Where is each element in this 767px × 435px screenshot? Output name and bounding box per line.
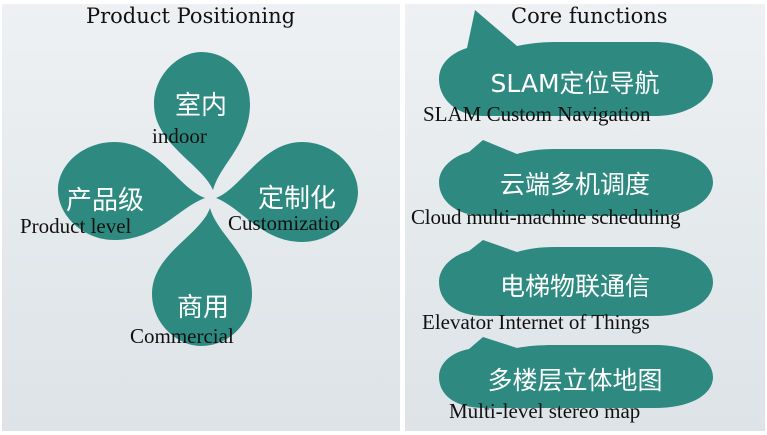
product-positioning-panel: Product Positioning 室内 indoor 产品级 Produc… xyxy=(2,4,400,431)
petal-product-level-en: Product level xyxy=(20,214,132,238)
petal-commercial-en: Commercial xyxy=(130,324,234,348)
petal-commercial-cn: 商用 xyxy=(177,293,230,323)
bubble-4-cn: 多楼层立体地图 xyxy=(487,366,663,395)
core-functions-panel: Core functions SLAM定位导航 SLAM Custom Navi… xyxy=(405,4,765,431)
core-functions-title: Core functions xyxy=(511,4,668,28)
petal-indoor xyxy=(154,52,250,190)
bubble-3 xyxy=(439,240,713,316)
bubble-2 xyxy=(439,140,713,216)
bubble-2-cn: 云端多机调度 xyxy=(499,170,651,199)
bubble-4-en: Multi-level stereo map xyxy=(449,399,641,423)
bubble-1-cn: SLAM定位导航 xyxy=(490,69,660,98)
bubble-1 xyxy=(439,10,713,116)
petal-customization-en: Customizatio xyxy=(228,211,340,235)
petal-customization xyxy=(216,142,358,242)
petal-indoor-cn: 室内 xyxy=(175,91,228,121)
petal-diagram xyxy=(58,52,358,346)
bubble-3-en: Elevator Internet of Things xyxy=(422,310,650,334)
bubble-2-en: Cloud multi-machine scheduling xyxy=(411,205,681,229)
bubble-1-en: SLAM Custom Navigation xyxy=(423,102,651,126)
petal-product-level-cn: 产品级 xyxy=(66,186,145,216)
bubble-4 xyxy=(439,337,713,408)
speech-bubbles xyxy=(439,10,713,408)
product-positioning-title: Product Positioning xyxy=(86,4,296,28)
petal-commercial xyxy=(152,208,252,346)
bubble-3-cn: 电梯物联通信 xyxy=(499,272,651,301)
petal-customization-cn: 定制化 xyxy=(258,184,337,214)
petal-indoor-en: indoor xyxy=(152,124,207,148)
petal-product-level xyxy=(58,142,205,240)
